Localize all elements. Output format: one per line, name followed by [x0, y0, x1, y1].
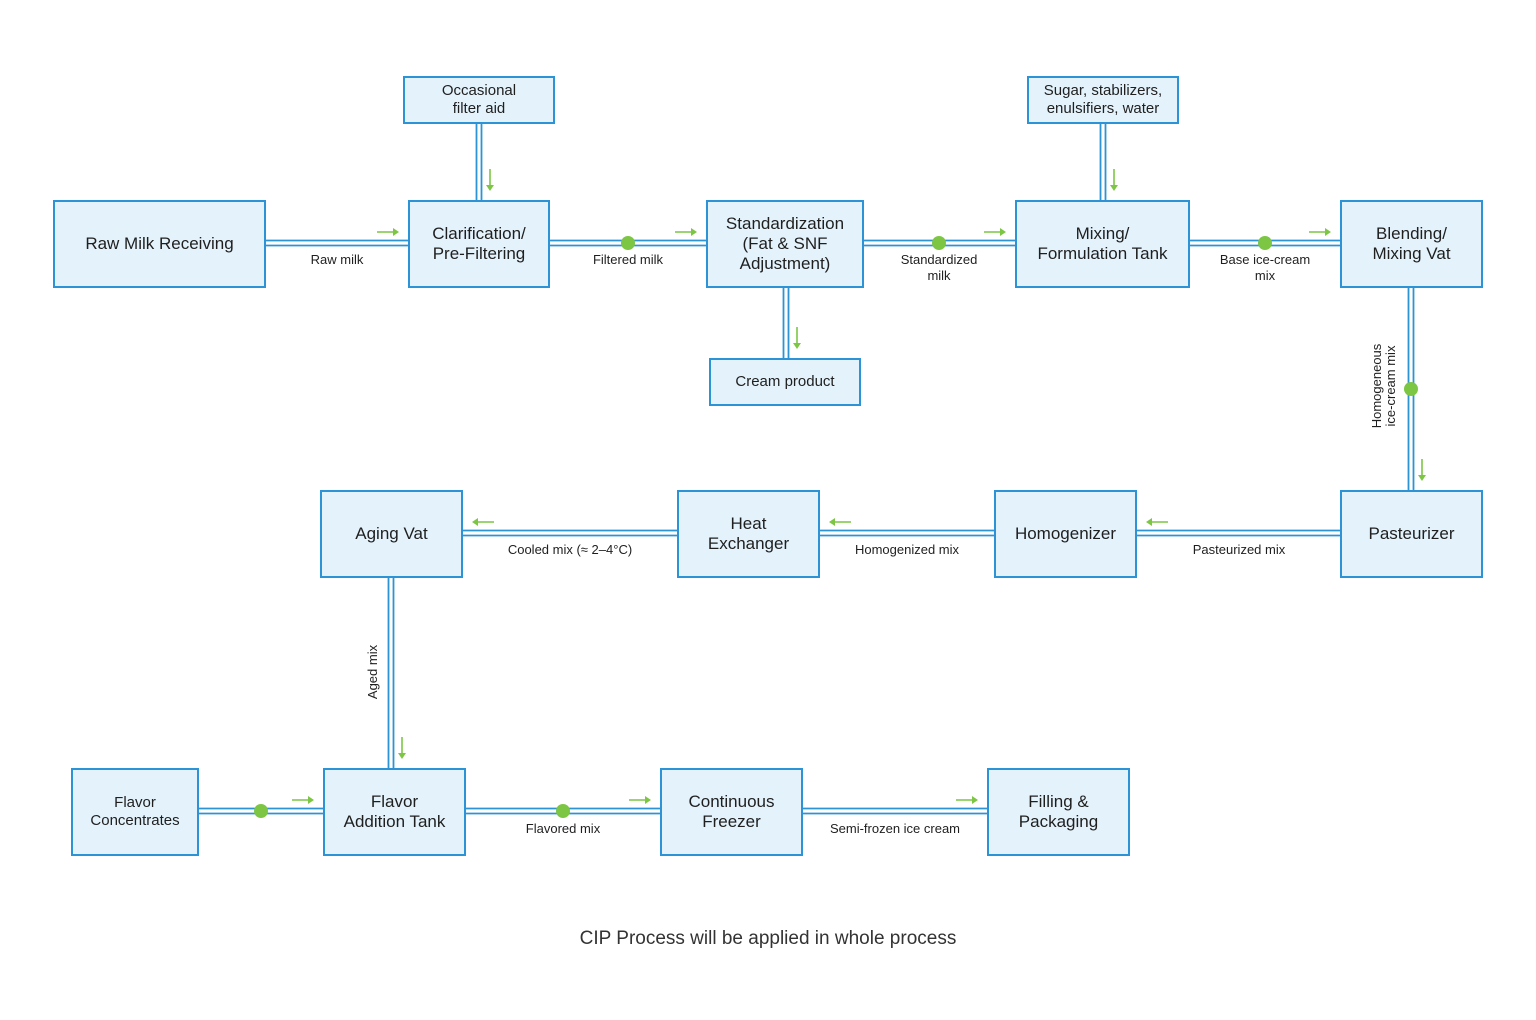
- valve-flavor-concentrates: [254, 804, 268, 818]
- label-cooled-mix: Cooled mix (≈ 2–4°C): [507, 542, 633, 557]
- arrow-base-mix: [1309, 228, 1331, 236]
- node-raw-milk-receiving: Raw Milk Receiving: [53, 200, 266, 288]
- arrow-homogenized-mix: [829, 518, 851, 526]
- node-flavor-addition-tank: Flavor Addition Tank: [323, 768, 466, 856]
- arrow-homogeneous-mix: [1418, 459, 1426, 481]
- node-aging-vat: Aging Vat: [320, 490, 463, 578]
- label-standardized-milk: Standardized milk: [900, 252, 978, 283]
- valve-standardized-milk: [932, 236, 946, 250]
- node-heat-exchanger: Heat Exchanger: [677, 490, 820, 578]
- label-filtered-milk: Filtered milk: [592, 252, 664, 267]
- node-cream-product: Cream product: [709, 358, 861, 406]
- valve-homogeneous-mix: [1404, 382, 1418, 396]
- label-homogeneous-mix: Homogeneous ice-cream mix: [1369, 343, 1398, 429]
- label-pasteurized-mix: Pasteurized mix: [1192, 542, 1286, 557]
- node-continuous-freezer: Continuous Freezer: [660, 768, 803, 856]
- node-clarification: Clarification/ Pre-Filtering: [408, 200, 550, 288]
- node-filling-packaging: Filling & Packaging: [987, 768, 1130, 856]
- node-occasional-filter-aid: Occasional filter aid: [403, 76, 555, 124]
- label-homogenized-mix: Homogenized mix: [854, 542, 960, 557]
- node-flavor-concentrates: Flavor Concentrates: [71, 768, 199, 856]
- arrow-cream: [793, 327, 801, 349]
- arrow-flavor-concentrates: [292, 796, 314, 804]
- arrow-sugar: [1110, 169, 1118, 191]
- cip-note: CIP Process will be applied in whole pro…: [579, 928, 957, 949]
- node-sugar-stabilizers: Sugar, stabilizers, enulsifiers, water: [1027, 76, 1179, 124]
- node-mixing-formulation-tank: Mixing/ Formulation Tank: [1015, 200, 1190, 288]
- arrow-filtered-milk: [675, 228, 697, 236]
- label-raw-milk: Raw milk: [310, 252, 364, 267]
- label-semi-frozen-ice-cream: Semi-frozen ice cream: [829, 821, 961, 836]
- label-flavored-mix: Flavored mix: [525, 821, 601, 836]
- valve-filtered-milk: [621, 236, 635, 250]
- label-aged-mix: Aged mix: [365, 644, 380, 700]
- valve-flavored-mix: [556, 804, 570, 818]
- arrow-pasteurized-mix: [1146, 518, 1168, 526]
- node-blending-mixing-vat: Blending/ Mixing Vat: [1340, 200, 1483, 288]
- node-homogenizer: Homogenizer: [994, 490, 1137, 578]
- arrow-aged-mix: [398, 737, 406, 759]
- valve-base-mix: [1258, 236, 1272, 250]
- arrow-filter-aid: [486, 169, 494, 191]
- label-base-ice-cream-mix: Base ice-cream mix: [1219, 252, 1311, 283]
- arrow-standardized-milk: [984, 228, 1006, 236]
- arrow-flavored-mix: [629, 796, 651, 804]
- arrow-cooled-mix: [472, 518, 494, 526]
- arrow-semi-frozen: [956, 796, 978, 804]
- node-pasteurizer: Pasteurizer: [1340, 490, 1483, 578]
- node-standardization: Standardization (Fat & SNF Adjustment): [706, 200, 864, 288]
- arrow-raw-milk: [377, 228, 399, 236]
